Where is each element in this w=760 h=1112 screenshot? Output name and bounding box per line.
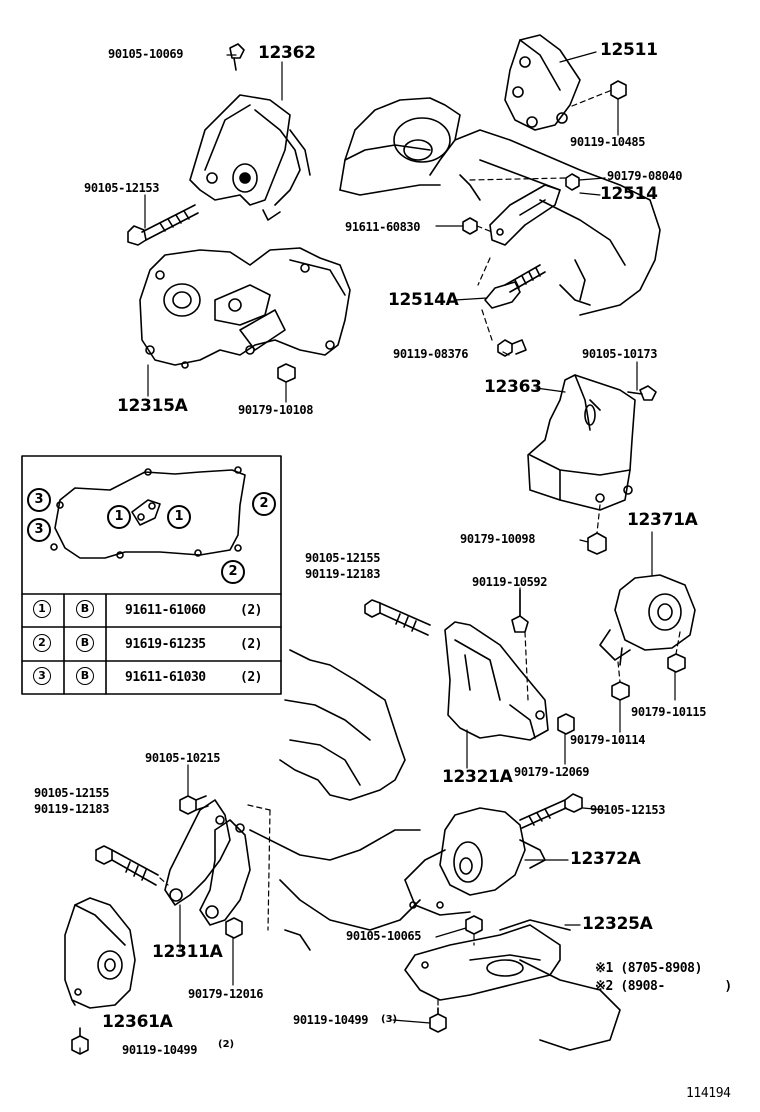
table-row-2-kind: B (76, 634, 94, 652)
label-12371A: 12371A (627, 510, 698, 530)
bracket-12311A (164, 799, 251, 926)
table-row-1-qty: (2) (240, 603, 262, 618)
bolt-90105-12155-lower (95, 845, 159, 886)
label-90179-10098: 90179-10098 (460, 532, 536, 546)
label-90119-10499-left-qty: (2) (218, 1039, 235, 1050)
label-12362: 12362 (258, 43, 316, 63)
bolt-90105-10065 (465, 915, 483, 935)
note-production-range-1: ※1 (8705-8908) (595, 961, 703, 976)
nut-90179-12069 (557, 713, 575, 735)
bolt-90119-08376 (497, 339, 527, 357)
bolt-90105-12153-upper (127, 204, 199, 246)
inset-callout-3-top: 3 (27, 488, 51, 512)
table-row-1-part: 91611-61060 (125, 603, 206, 618)
label-90119-08376: 90119-08376 (393, 347, 469, 361)
bolt-90119-10499-lower-left (71, 1027, 89, 1055)
engine-outline-lower (249, 649, 621, 1051)
inset-callout-3-bottom: 3 (27, 518, 51, 542)
bolt-90119-10499-lower-right (429, 1007, 447, 1033)
bolt-90105-10215 (179, 795, 209, 815)
label-12311A: 12311A (152, 942, 223, 962)
label-90105-10065: 90105-10065 (346, 929, 422, 943)
label-12315A: 12315A (117, 396, 188, 416)
label-90119-10499-left: 90119-10499 (122, 1043, 198, 1057)
nut-90119-10485 (610, 80, 627, 100)
label-90105-12155-lower: 90105-12155 (34, 786, 110, 800)
label-12361A: 12361A (102, 1012, 173, 1032)
leader-lines (79, 51, 676, 1055)
label-90119-10485: 90119-10485 (570, 135, 646, 149)
table-row-2-ref: 2 (33, 634, 51, 652)
label-90179-10108: 90179-10108 (238, 403, 314, 417)
table-row-2-part: 91619-61235 (125, 637, 206, 652)
inset-callout-1-right: 1 (167, 505, 191, 529)
stud-12514A (484, 264, 546, 309)
inset-callout-1-left: 1 (107, 505, 131, 529)
mount-12371A (599, 574, 696, 666)
label-90105-10215: 90105-10215 (145, 751, 221, 765)
label-12514A: 12514A (388, 290, 459, 310)
inset-callout-2-right: 2 (252, 492, 276, 516)
label-90119-10499-right: 90119-10499 (293, 1013, 369, 1027)
nut-90179-10098 (587, 532, 607, 555)
inset-callout-2-bottom: 2 (221, 560, 245, 584)
table-row-1-kind: B (76, 600, 94, 618)
nut-91611-60830 (462, 217, 478, 235)
bolt-90105-10173 (627, 385, 657, 401)
label-90119-10592: 90119-10592 (472, 575, 548, 589)
plate-12325A (404, 919, 571, 1001)
table-row-1-ref: 1 (33, 600, 51, 618)
mount-12361A (64, 897, 136, 1009)
label-91611-60830: 91611-60830 (345, 220, 421, 234)
nut-90179-12016 (225, 917, 243, 939)
nut-90179-10108 (277, 363, 296, 383)
label-12511: 12511 (600, 40, 658, 60)
note-production-range-2: ※2 (8908- ) (595, 979, 732, 994)
dashed-guides (159, 89, 681, 1013)
nut-90179-10114 (611, 681, 630, 701)
bracket-12511 (504, 34, 581, 131)
nut-90179-08040 (565, 173, 580, 191)
table-row-3-qty: (2) (240, 670, 262, 685)
label-12325A: 12325A (582, 914, 653, 934)
label-90119-12183-lower: 90119-12183 (34, 802, 110, 816)
engine-outline-upper (339, 97, 661, 316)
label-12321A: 12321A (442, 767, 513, 787)
label-90105-10173: 90105-10173 (582, 347, 658, 361)
label-90105-10069: 90105-10069 (108, 47, 184, 61)
bracket-12514 (489, 184, 561, 246)
table-row-2-qty: (2) (240, 637, 262, 652)
label-12372A: 12372A (570, 849, 641, 869)
label-90119-10499-right-qty: (3) (381, 1014, 398, 1025)
bolt-90105-10069 (229, 43, 245, 71)
label-90179-10114: 90179-10114 (570, 733, 646, 747)
label-90105-12153-upper: 90105-12153 (84, 181, 160, 195)
table-row-3-part: 91611-61030 (125, 670, 206, 685)
diagram-id: 114194 (686, 1086, 731, 1101)
bracket-12321A (444, 621, 549, 741)
bracket-12362 (189, 94, 311, 221)
inset-box (21, 455, 282, 695)
bolt-90105-12155-upper (364, 599, 431, 636)
mount-12372A (404, 807, 546, 916)
table-row-3-kind: B (76, 667, 94, 685)
label-12514: 12514 (600, 184, 658, 204)
table-row-3-ref: 3 (33, 667, 51, 685)
label-90179-10115: 90179-10115 (631, 705, 707, 719)
label-90179-08040: 90179-08040 (607, 169, 683, 183)
label-90119-12183-upper: 90119-12183 (305, 567, 381, 581)
cover-12315A (139, 247, 351, 369)
nut-90179-10115 (667, 653, 686, 673)
bolt-90105-12153-lower (519, 793, 583, 829)
label-90179-12069: 90179-12069 (514, 765, 590, 779)
label-90105-12153-lower: 90105-12153 (590, 803, 666, 817)
label-12363: 12363 (484, 377, 542, 397)
bracket-12363 (527, 374, 636, 511)
label-90105-12155-upper: 90105-12155 (305, 551, 381, 565)
label-90179-12016: 90179-12016 (188, 987, 264, 1001)
